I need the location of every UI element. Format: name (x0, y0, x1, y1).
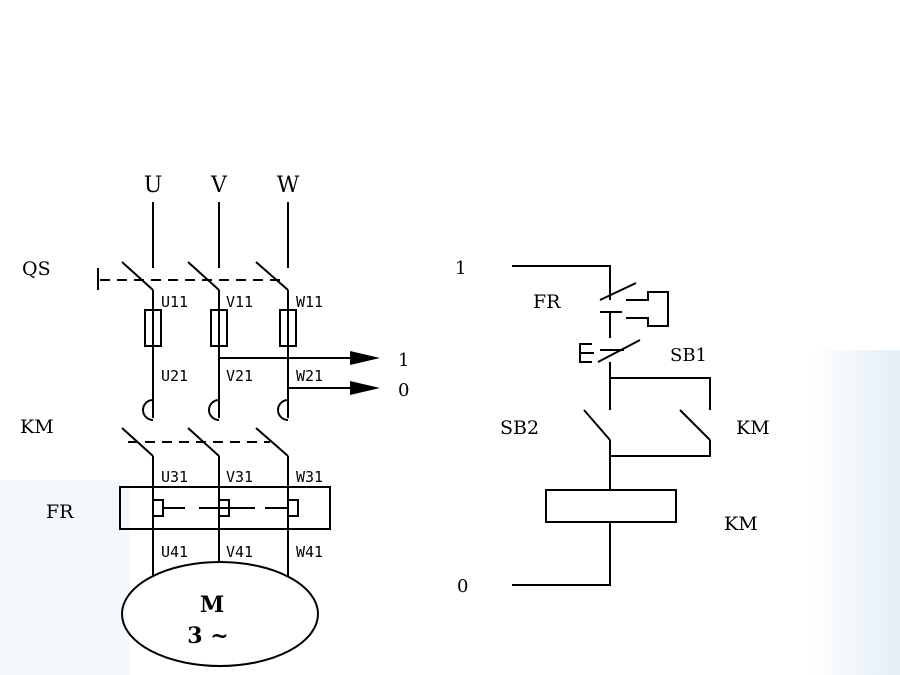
node-0-label: 0 (457, 576, 468, 597)
km-holding-blade (679, 409, 711, 441)
phase-w-label: W (277, 173, 300, 198)
motor-rating-label: 3 ~ (187, 623, 228, 649)
fr-main-label: FR (46, 501, 74, 523)
u31-label: U31 (161, 468, 188, 486)
fr-element-w (288, 499, 299, 517)
sb1-label: SB1 (670, 345, 707, 366)
out-0-label: 0 (398, 380, 409, 401)
branch-top (610, 377, 711, 410)
w11-label: W11 (296, 293, 323, 311)
v31-label: V31 (226, 468, 253, 486)
decor-panel-left (0, 480, 130, 675)
decor-panel-right (810, 350, 900, 675)
out-1-label: 1 (398, 350, 409, 371)
v11-label: V11 (226, 293, 253, 311)
qs-blade-u (121, 261, 154, 291)
motor-m-label: M (200, 592, 224, 618)
w41-label: W41 (296, 543, 323, 561)
w31-label: W31 (296, 468, 323, 486)
phase-v-label: V (210, 173, 228, 198)
qs-label: QS (22, 258, 51, 280)
fr-element-u (153, 499, 164, 517)
km-contact-w (255, 427, 289, 457)
km-arc-u (142, 399, 154, 421)
sb2-blade (583, 409, 611, 441)
km-coil-label: KM (724, 513, 758, 535)
qs-blade-v (187, 261, 220, 291)
qs-blade-w (255, 261, 289, 291)
u21-label: U21 (161, 367, 188, 385)
control-circuit: 1 FR SB1 SB2 KM KM 0 (455, 258, 770, 597)
km-arc-w (277, 399, 289, 421)
node-1-label: 1 (455, 258, 466, 279)
v41-label: V41 (226, 543, 253, 561)
fr-thermal-box (119, 486, 331, 530)
sb2-label: SB2 (500, 417, 539, 439)
v21-label: V21 (226, 367, 253, 385)
w21-label: W21 (296, 367, 323, 385)
arrow-1 (350, 351, 380, 365)
km-label: KM (20, 416, 54, 438)
main-circuit: U V W QS U11 V11 W11 1 0 U2 (20, 173, 409, 667)
branch-bottom (610, 440, 711, 457)
fr-contact-label: FR (533, 291, 561, 313)
km-arc-v (208, 399, 220, 421)
control-line-top (512, 265, 611, 288)
km-contact-label: KM (736, 417, 770, 439)
u11-label: U11 (161, 293, 188, 311)
u41-label: U41 (161, 543, 188, 561)
fr-nc-blade (599, 282, 637, 301)
arrow-0 (350, 381, 380, 395)
km-coil (545, 489, 677, 523)
motor (121, 561, 319, 667)
fr-thermal-actuator (626, 291, 669, 327)
control-line-bottom (512, 522, 611, 586)
phase-u-label: U (144, 173, 163, 198)
